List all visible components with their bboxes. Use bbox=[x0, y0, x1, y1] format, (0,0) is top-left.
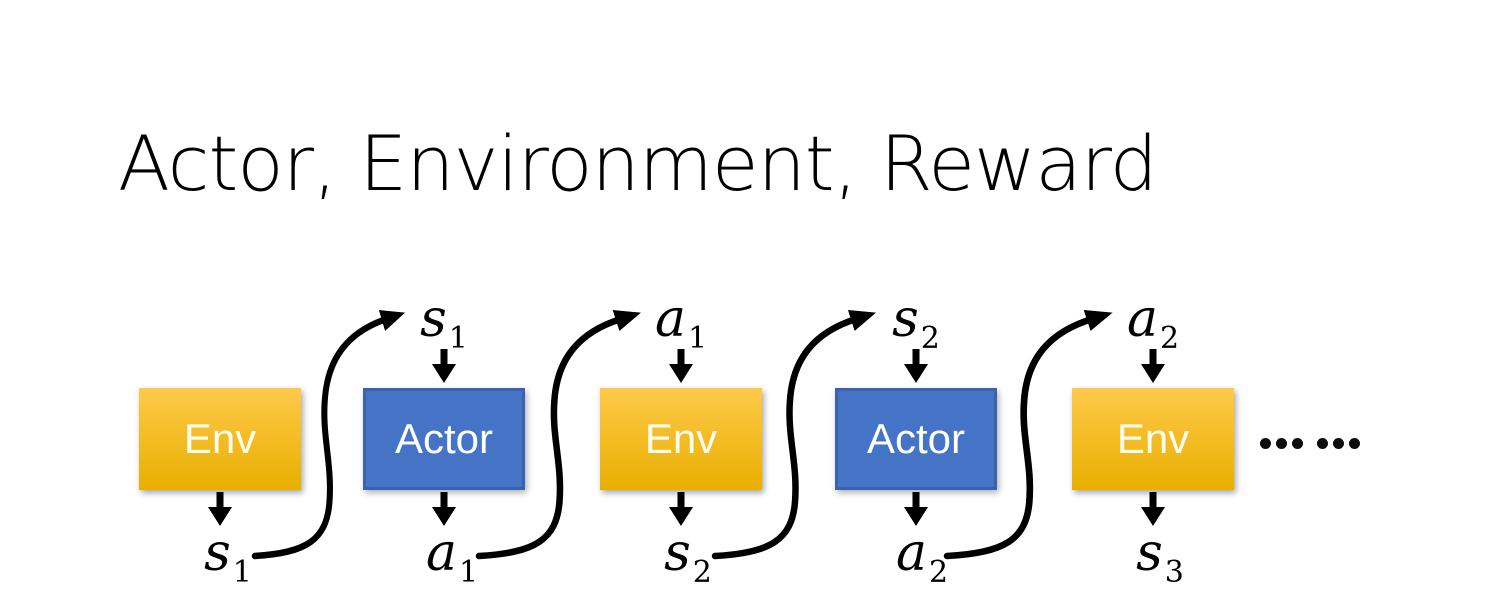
down-arrow-icon bbox=[1141, 349, 1165, 383]
flow-connector-3 bbox=[711, 310, 877, 560]
flow-connector-1 bbox=[251, 310, 406, 560]
env-box-2-label: Env bbox=[644, 415, 718, 462]
down-arrow-icon bbox=[208, 492, 232, 526]
down-arrow-icon bbox=[432, 492, 456, 526]
down-arrow-icon bbox=[432, 349, 456, 383]
bottom-label-s1: s1 bbox=[204, 523, 252, 590]
slide-title: Actor, Environment, Reward bbox=[118, 119, 1158, 208]
actor-box-1: Actor bbox=[363, 388, 525, 490]
ellipsis-dot bbox=[1317, 438, 1328, 449]
bottom-label-a1: a1 bbox=[425, 523, 479, 590]
actor-box-1-label: Actor bbox=[394, 415, 494, 462]
ellipsis-dot bbox=[1349, 438, 1360, 449]
down-arrow-icon bbox=[904, 492, 928, 526]
flow-connector-4 bbox=[943, 310, 1113, 560]
down-arrow-icon bbox=[669, 492, 693, 526]
bottom-label-a2: a2 bbox=[895, 523, 949, 590]
ellipsis-dots bbox=[1260, 438, 1365, 449]
top-label-s1: s1 bbox=[420, 289, 468, 356]
top-label-s2: s2 bbox=[892, 289, 940, 356]
env-box-3-label: Env bbox=[1116, 415, 1190, 462]
ellipsis-dot bbox=[1333, 438, 1344, 449]
top-label-a2: a2 bbox=[1126, 289, 1180, 356]
actor-box-2-label: Actor bbox=[866, 415, 966, 462]
ellipsis-dot bbox=[1260, 438, 1271, 449]
actor-box-2: Actor bbox=[835, 388, 997, 490]
env-box-2: Env bbox=[600, 388, 762, 490]
ellipsis-dot bbox=[1276, 438, 1287, 449]
env-box-3: Env bbox=[1072, 388, 1234, 490]
flow-connector-2 bbox=[475, 310, 641, 560]
env-box-1-label: Env bbox=[183, 415, 257, 462]
down-arrow-icon bbox=[669, 349, 693, 383]
down-arrow-icon bbox=[904, 349, 928, 383]
top-label-a1: a1 bbox=[654, 289, 708, 356]
down-arrow-icon bbox=[1141, 492, 1165, 526]
ellipsis-dot bbox=[1292, 438, 1303, 449]
bottom-label-s2: s2 bbox=[664, 523, 712, 590]
bottom-label-s3: s3 bbox=[1136, 523, 1184, 590]
env-box-1: Env bbox=[139, 388, 301, 490]
